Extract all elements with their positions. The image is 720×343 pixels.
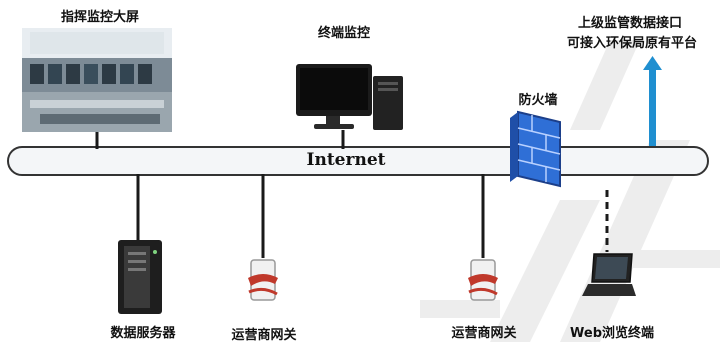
desktop-computer-icon <box>296 64 403 130</box>
gateway-label-1: 运营商网关 <box>231 328 297 343</box>
firewall-icon <box>510 110 561 188</box>
data-server-label: 数据服务器 <box>110 326 176 341</box>
network-links <box>95 130 609 258</box>
terminal-monitor-label: 终端监控 <box>317 26 371 41</box>
gateway-label-2: 运营商网关 <box>451 326 517 341</box>
command-screen-label: 指挥监控大屏 <box>60 10 140 25</box>
gateway-icon <box>468 259 498 301</box>
watermark <box>420 40 720 342</box>
firewall-label: 防火墙 <box>518 93 558 108</box>
monitor-wall-icon <box>22 28 172 132</box>
upper-platform-label-line1: 上级监管数据接口 <box>577 16 683 31</box>
gateway-icon <box>248 259 278 301</box>
laptop-icon <box>582 253 636 296</box>
upstream-arrow-icon <box>643 56 662 152</box>
upper-platform-label-line2: 可接入环保局原有平台 <box>566 36 698 51</box>
web-terminal-label: Web浏览终端 <box>570 326 654 341</box>
server-tower-icon <box>118 240 162 314</box>
internet-label: Internet <box>306 150 386 170</box>
